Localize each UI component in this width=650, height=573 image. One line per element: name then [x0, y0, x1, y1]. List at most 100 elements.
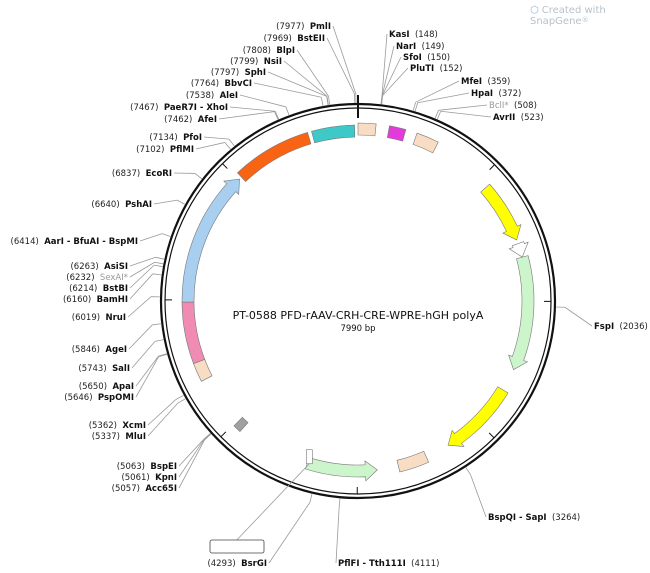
site-label: (5362) XcmI [89, 421, 146, 431]
feature-tn7l-shape [412, 132, 439, 154]
site-leader [417, 92, 470, 104]
site-ecori: (6837) EcoRI [112, 169, 203, 180]
site-position: (5057) [112, 484, 140, 494]
site-label: FspI (2036) [594, 322, 648, 332]
site-leader [129, 273, 154, 300]
site-bcli: BclI* (508) [434, 101, 537, 119]
feature-hsv-tk-poly-a-signal-shape [233, 416, 249, 432]
site-label: (6837) EcoRI [112, 169, 172, 179]
site-sphi: (7797) SphI [211, 68, 329, 106]
site-leader [153, 199, 178, 205]
site-asisi: (6263) AsiSI [70, 256, 165, 272]
site-position: (148) [415, 30, 438, 40]
feature-tn7r-shape [396, 450, 430, 473]
site-tick [414, 102, 419, 112]
site-position: (150) [427, 53, 450, 63]
site-position: (5337) [92, 432, 120, 442]
site-label: (7102) PflMI [136, 145, 194, 155]
site-tick [158, 353, 168, 357]
site-enzyme-name: SfoI [403, 53, 422, 63]
tick-mark [220, 431, 227, 438]
site-tick [203, 433, 212, 440]
site-enzyme-name: EcoRI [146, 169, 172, 179]
site-leader [283, 60, 328, 97]
site-enzyme-name: PmlI [310, 22, 331, 32]
site-tick [436, 111, 442, 120]
site-leader [267, 71, 327, 97]
site-aari-bfuai-bspmi: (6414) AarI - BfuAI - BspMI [11, 233, 171, 247]
site-leader [178, 439, 205, 478]
site-paer7i-xhoi: (7467) PaeR7I - XhoI [130, 103, 280, 120]
site-tick [274, 111, 280, 120]
features-layer [181, 122, 535, 554]
site-enzyme-name: PspOMI [98, 393, 134, 403]
site-position: (6640) [91, 200, 119, 210]
site-position: (6232) [66, 273, 94, 283]
site-pflmi: (7102) PflMI [136, 142, 232, 155]
pc-promoter-glyph [305, 449, 313, 465]
site-enzyme-name: SexAI* [100, 273, 128, 283]
site-enzyme-name: NruI [105, 313, 126, 323]
site-enzyme-name: KpnI [155, 473, 177, 483]
site-position: (7538) [186, 91, 214, 101]
site-tick [434, 110, 439, 119]
site-label: (6019) NruI [72, 313, 126, 323]
feature-ori [447, 386, 509, 447]
site-label: (7797) SphI [211, 68, 266, 78]
site-enzyme-name: PfoI [183, 133, 202, 143]
site-enzyme-name: BspQI - SapI [488, 513, 547, 523]
site-leader [415, 80, 460, 103]
pc-promoter-box [209, 539, 265, 554]
site-position: (6414) [11, 237, 39, 247]
site-tick [162, 233, 171, 237]
site-label: MfeI (359) [461, 77, 510, 87]
site-afei: (7462) AfeI [164, 111, 279, 125]
site-position: (7134) [149, 133, 177, 143]
site-leader [326, 37, 355, 95]
site-label: (5337) MluI [92, 432, 146, 442]
feature-f1-ori [480, 183, 522, 241]
site-enzyme-name: SalI [112, 364, 130, 374]
site-bsteii: (7969) BstEII [264, 34, 356, 104]
site-tick [328, 96, 331, 106]
site-pmli: (7977) PmlI [276, 22, 357, 104]
feature-tn7r [396, 450, 430, 473]
site-enzyme-name: SphI [245, 68, 266, 78]
site-position: (7467) [130, 103, 158, 113]
restriction-sites-layer: (7977) PmlI(7969) BstEII(7808) BlpI(7799… [11, 22, 648, 569]
site-enzyme-name: MfeI [461, 77, 482, 87]
site-position: (152) [440, 64, 463, 74]
site-mfei: MfeI (359) [412, 77, 510, 111]
site-leader [229, 106, 276, 112]
site-enzyme-name: PflFI - Tth111I [338, 559, 406, 569]
site-position: (5646) [64, 393, 92, 403]
site-label: (7134) PfoI [149, 133, 202, 143]
site-position: (5743) [78, 364, 106, 374]
site-position: (5061) [121, 473, 149, 483]
site-position: (149) [422, 42, 445, 52]
site-label: (6263) AsiSI [70, 262, 128, 272]
site-position: (6214) [69, 284, 97, 294]
site-label: (5061) KpnI [121, 473, 177, 483]
site-bsrgi: (4293) BsrGI [207, 493, 313, 569]
tick-mark [489, 164, 495, 170]
site-tick [154, 261, 164, 265]
feature-sv40-poly-a-signal [386, 125, 407, 142]
site-tick [309, 493, 313, 503]
site-tick [465, 466, 471, 475]
site-position: (7799) [230, 57, 258, 67]
site-position: (508) [514, 101, 537, 111]
site-leader [147, 399, 177, 426]
site-enzyme-name: PflMI [170, 145, 194, 155]
site-label: (7467) PaeR7I - XhoI [130, 103, 228, 113]
site-leader [135, 355, 159, 387]
site-enzyme-name: KasI [389, 30, 410, 40]
plasmid-backbone [159, 95, 557, 500]
site-position: (7808) [243, 46, 271, 56]
site-label: HpaI (372) [471, 89, 521, 99]
site-tick [381, 95, 384, 105]
site-nrui: (6019) NruI [72, 296, 161, 323]
site-leader [139, 233, 163, 242]
site-leader [268, 502, 311, 564]
site-leader [332, 25, 357, 95]
